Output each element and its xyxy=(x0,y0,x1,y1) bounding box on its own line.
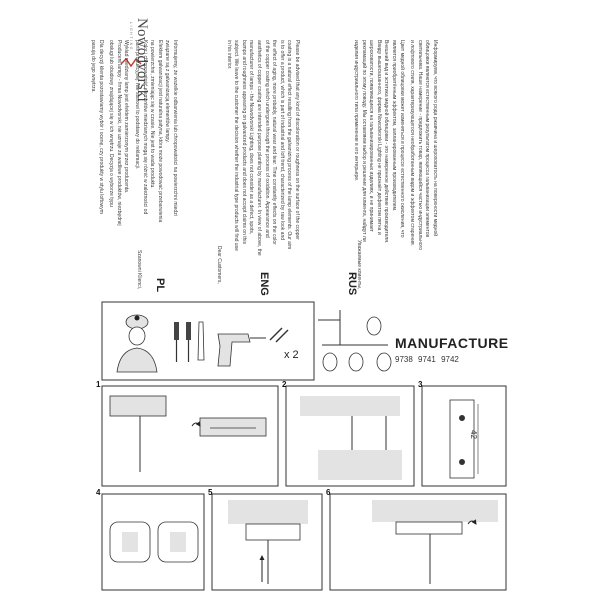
manufacture-title: MANUFACTURE xyxy=(395,335,509,351)
screw-icon xyxy=(269,327,289,343)
lamp-illustration xyxy=(318,310,392,372)
step-number: 2 xyxy=(282,380,287,389)
model-numbers: 9738 9741 9742 xyxy=(395,355,459,364)
electrician-icon xyxy=(116,314,158,373)
model-number: 9742 xyxy=(441,355,459,364)
model-number: 9738 xyxy=(395,355,413,364)
step-number: 6 xyxy=(326,488,331,497)
step-2-panel xyxy=(285,385,415,487)
step-number: 3 xyxy=(418,380,423,389)
step-4-panel xyxy=(101,493,205,591)
model-number: 9741 xyxy=(418,355,436,364)
step-3-panel xyxy=(421,385,507,487)
screwdriver-icon xyxy=(174,321,205,362)
step-number: 4 xyxy=(96,488,101,497)
tools-panel xyxy=(101,301,315,381)
brand-logo-icon xyxy=(120,57,142,68)
step-number: 1 xyxy=(96,380,101,389)
step-6-panel xyxy=(329,493,507,591)
quantity-label: x 2 xyxy=(284,349,299,361)
dimension-label: 42 xyxy=(469,430,478,439)
step-number: 5 xyxy=(208,488,213,497)
step-5-panel xyxy=(211,493,323,591)
drill-icon xyxy=(217,333,266,367)
step-1-panel xyxy=(101,385,297,487)
